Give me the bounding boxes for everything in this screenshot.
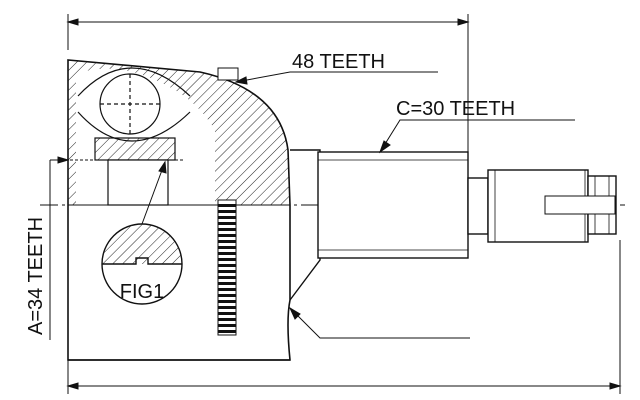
abs-marker: [217, 67, 239, 81]
abs-tooth: [218, 312, 236, 315]
abs-ring-teeth: [218, 204, 236, 333]
abs-tooth: [218, 252, 236, 255]
abs-tooth: [218, 210, 236, 213]
abs-tooth: [218, 228, 236, 231]
fig1-detail: FIG1: [101, 223, 183, 305]
abs-tooth: [218, 294, 236, 297]
spline-a-label: A=34 TEETH: [25, 217, 47, 335]
abs-tooth: [218, 306, 236, 309]
shaft: [317, 151, 617, 259]
shaft-neck: [467, 177, 489, 235]
abs-tooth: [218, 270, 236, 273]
abs-tooth: [218, 240, 236, 243]
fig1-label: FIG1: [120, 281, 164, 303]
abs-tooth: [218, 234, 236, 237]
leader-lines: [49, 71, 575, 340]
shaft-main: [317, 151, 469, 259]
ball-cage: [77, 67, 191, 206]
abs-tooth: [218, 204, 236, 207]
abs-tooth: [218, 282, 236, 285]
abs-tooth: [218, 330, 236, 333]
abs-tooth: [218, 264, 236, 267]
spline-c-label: C=30 TEETH: [396, 98, 515, 120]
abs-tooth: [218, 246, 236, 249]
outer-teeth-label: 48 TEETH: [292, 51, 385, 73]
abs-tooth: [218, 216, 236, 219]
dimension-lines: [66, 14, 622, 394]
abs-tooth: [218, 276, 236, 279]
abs-tooth: [218, 288, 236, 291]
abs-tooth: [218, 258, 236, 261]
abs-tooth: [218, 318, 236, 321]
abs-tooth: [218, 300, 236, 303]
abs-tooth: [218, 222, 236, 225]
abs-tooth: [218, 324, 236, 327]
